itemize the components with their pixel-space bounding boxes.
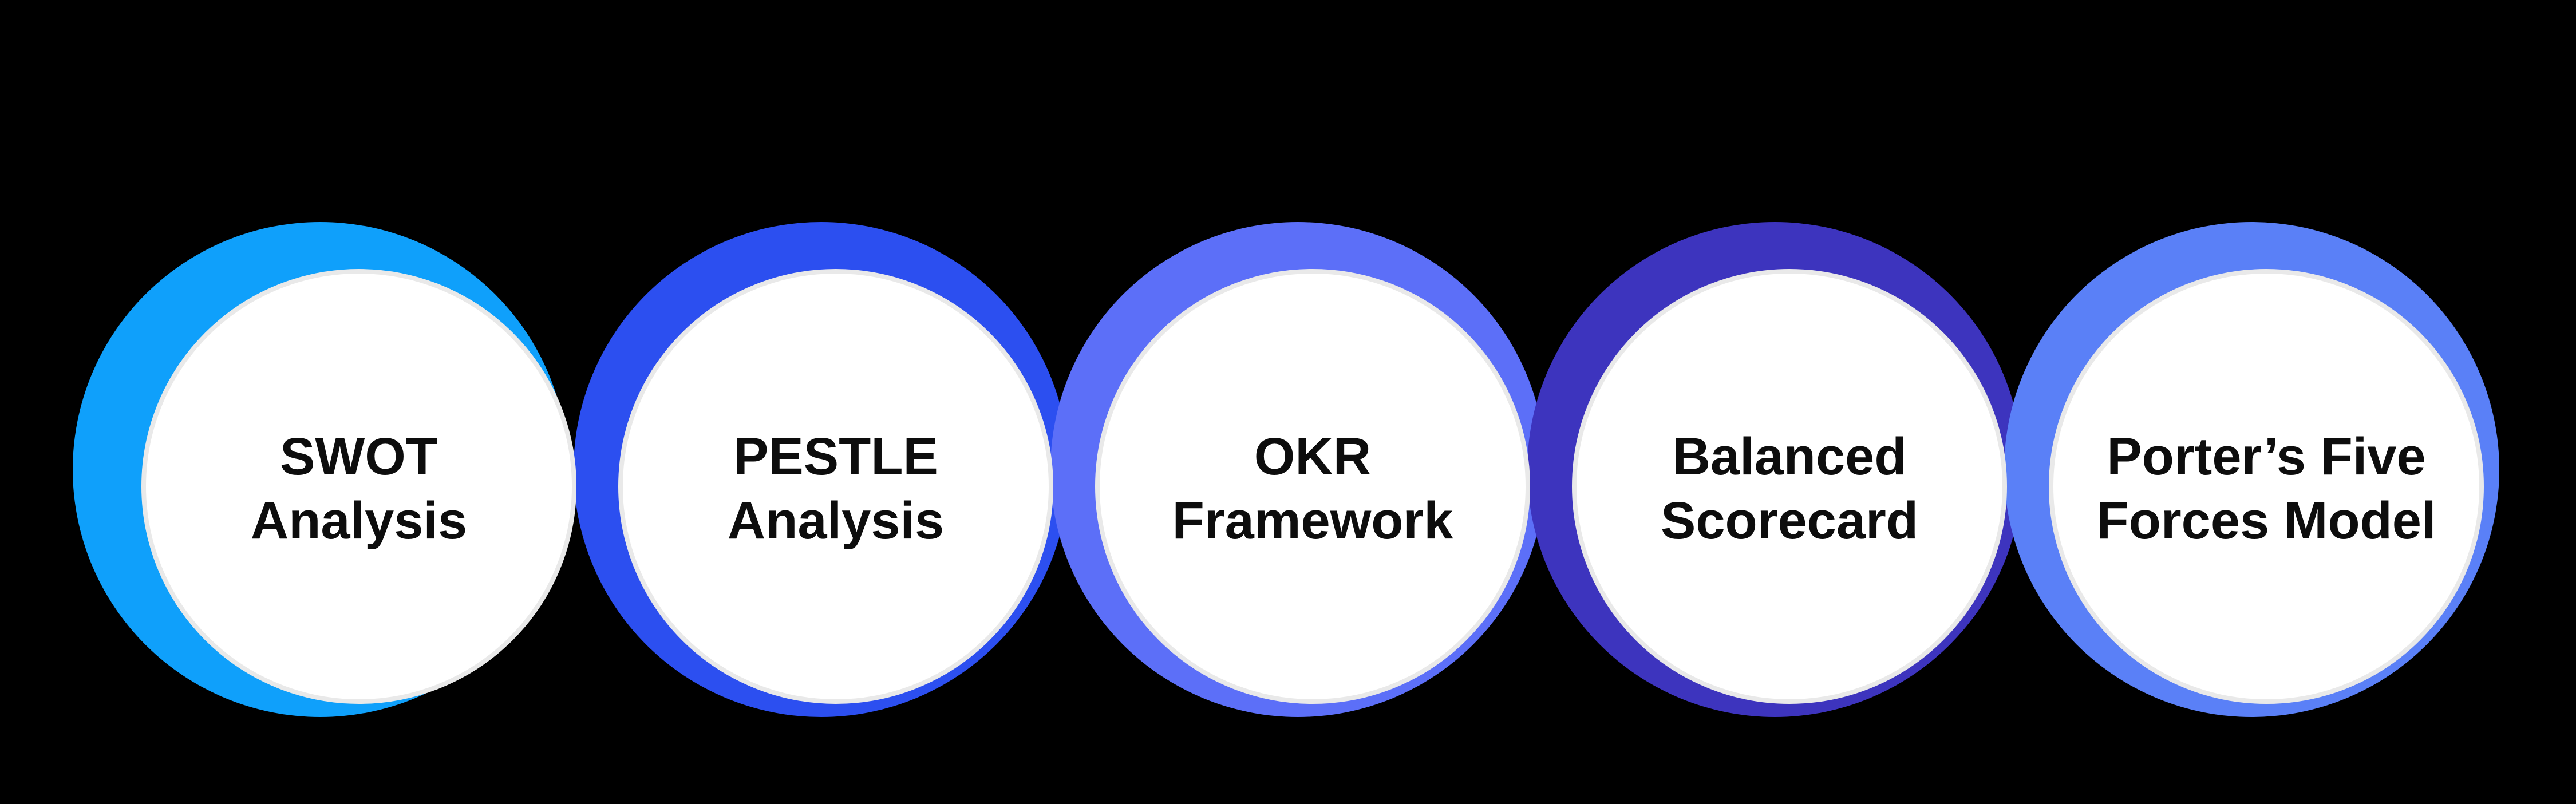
label-line-2: Forces Model <box>2096 492 2436 550</box>
label-line-2: Analysis <box>250 492 468 550</box>
framework-label: SWOT Analysis <box>251 420 467 553</box>
framework-label: PESTLE Analysis <box>728 420 944 553</box>
framework-disc: Balanced Scorecard <box>1572 269 2007 704</box>
label-line-1: PESTLE <box>733 427 938 486</box>
framework-circle-balanced-scorecard: Balanced Scorecard <box>1527 222 2022 717</box>
label-line-2: Scorecard <box>1660 492 1919 550</box>
label-line-1: Balanced <box>1672 427 1907 486</box>
label-line-2: Framework <box>1172 492 1453 550</box>
framework-circle-porters-five-forces: Porter’s Five Forces Model <box>2004 222 2499 717</box>
framework-label: OKR Framework <box>1172 420 1453 553</box>
label-line-1: OKR <box>1254 427 1372 486</box>
framework-disc: PESTLE Analysis <box>618 269 1053 704</box>
framework-disc: SWOT Analysis <box>141 269 576 704</box>
label-line-1: Porter’s Five <box>2107 427 2426 486</box>
framework-circle-swot-analysis: SWOT Analysis <box>73 222 576 717</box>
label-line-1: SWOT <box>280 427 438 486</box>
framework-label: Porter’s Five Forces Model <box>2096 420 2436 553</box>
framework-circle-okr-framework: OKR Framework <box>1050 222 1546 717</box>
framework-label: Balanced Scorecard <box>1661 420 1918 553</box>
label-line-2: Analysis <box>727 492 945 550</box>
framework-disc: OKR Framework <box>1095 269 1530 704</box>
framework-circle-pestle-analysis: PESTLE Analysis <box>574 222 1069 717</box>
framework-disc: Porter’s Five Forces Model <box>2049 269 2484 704</box>
